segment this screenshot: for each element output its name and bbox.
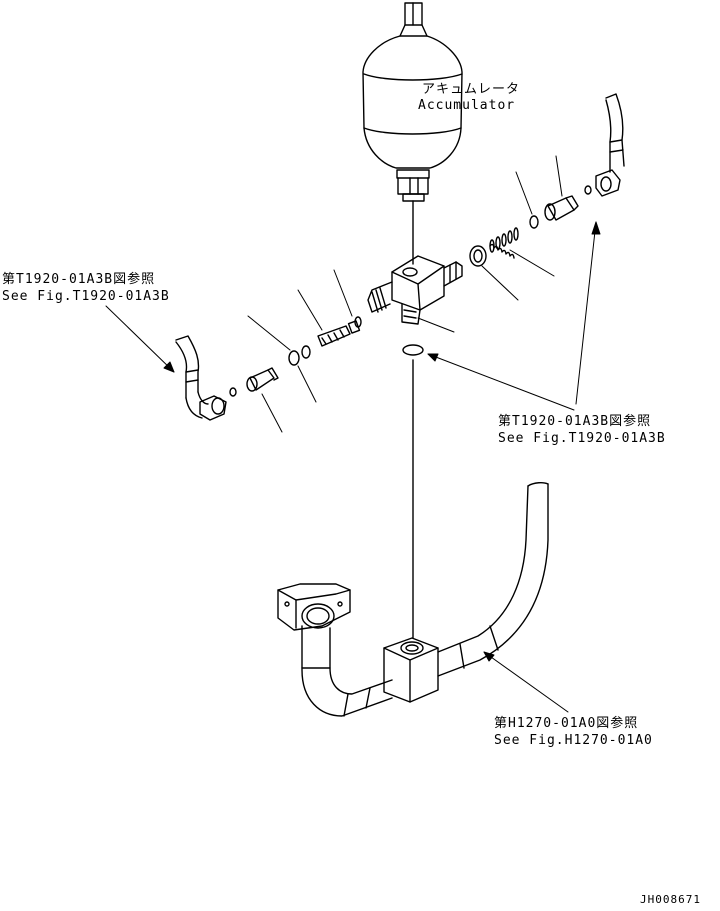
right-connector-chain — [469, 93, 625, 267]
ref-right-label-en: See Fig.T1920-01A3B — [498, 431, 666, 446]
left-connector-chain — [175, 316, 362, 421]
ref-right-label-jp: 第T1920-01A3B図参照 — [498, 414, 652, 429]
drawing-id: JH008671 — [640, 893, 701, 906]
accumulator-label-en: Accumulator — [418, 98, 516, 113]
o-ring-bottom — [402, 344, 424, 356]
reference-arrows — [105, 221, 601, 713]
accumulator-label-jp: アキュムレータ — [422, 82, 521, 97]
ref-left-label-en: See Fig.T1920-01A3B — [2, 289, 170, 304]
valve-block — [367, 255, 463, 325]
ref-bottom-label-en: See Fig.H1270-01A0 — [494, 733, 653, 748]
pipe-assembly — [277, 481, 549, 717]
leader-lines — [247, 155, 563, 433]
ref-left-label-jp: 第T1920-01A3B図参照 — [2, 272, 156, 287]
ref-bottom-label-jp: 第H1270-01A0図参照 — [494, 716, 639, 731]
